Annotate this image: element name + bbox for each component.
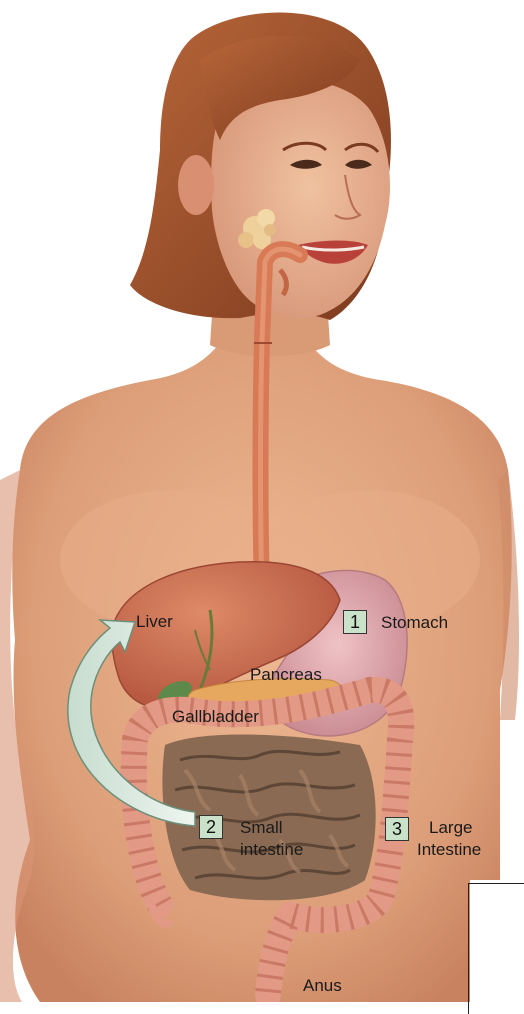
step-badge-large-intestine: 3 [385, 817, 409, 841]
step-badge-small-intestine: 2 [199, 815, 223, 839]
label-small-intestine-line1: Small [240, 818, 283, 837]
ear [178, 155, 214, 215]
label-liver: Liver [136, 612, 173, 631]
label-large-intestine-line1: Large [429, 818, 472, 837]
corner-frame [468, 883, 524, 1014]
label-stomach: Stomach [381, 613, 448, 632]
step-badge-stomach: 1 [343, 610, 367, 634]
label-small-intestine-line2: intestine [240, 840, 303, 859]
label-anus: Anus [303, 976, 342, 995]
label-pancreas: Pancreas [250, 665, 322, 684]
label-gallbladder: Gallbladder [172, 707, 259, 726]
label-large-intestine-line2: Intestine [417, 840, 481, 859]
